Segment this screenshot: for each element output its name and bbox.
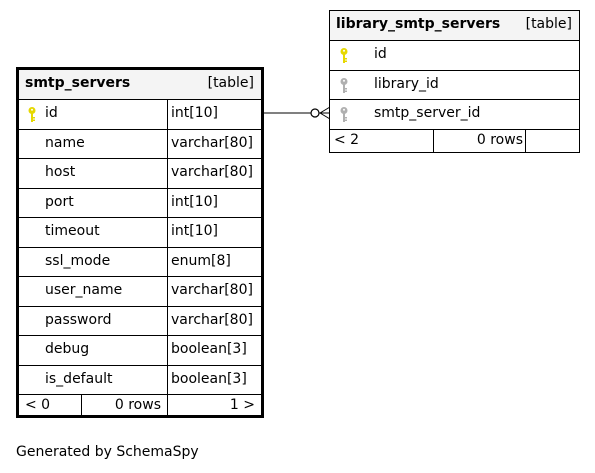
crow-foot-lower (319, 112, 331, 120)
column-type: varchar[80] (171, 282, 253, 298)
table-footer: < 0 0 rows 1 > (19, 395, 261, 417)
column-type: int[10] (171, 193, 218, 210)
table-kind: [table] (525, 16, 572, 32)
column-row[interactable]: debug boolean[3] (19, 336, 261, 366)
column-row[interactable]: ssl_mode enum[8] (19, 247, 261, 277)
table-header: library_smtp_servers [table] (330, 11, 579, 41)
column-type: varchar[80] (171, 311, 253, 328)
table-name[interactable]: smtp_servers (25, 75, 131, 91)
column-type: boolean[3] (171, 370, 247, 387)
column-row[interactable]: timeout int[10] (19, 218, 261, 248)
column-type: varchar[80] (171, 134, 253, 151)
column-type: enum[8] (171, 252, 231, 269)
column-type: int[10] (171, 105, 218, 121)
column-row[interactable]: is_default boolean[3] (19, 365, 261, 395)
table-kind: [table] (207, 75, 254, 91)
column-name: name (45, 134, 85, 151)
table-footer: < 2 0 rows (330, 129, 579, 152)
column-name: password (45, 311, 112, 328)
column-type: boolean[3] (171, 341, 247, 357)
column-row[interactable]: user_name varchar[80] (19, 277, 261, 307)
generated-by-caption: Generated by SchemaSpy (16, 444, 199, 460)
children-count[interactable]: 1 > (229, 397, 255, 413)
parents-count[interactable]: < 2 (334, 131, 360, 148)
column-row[interactable]: id int[10] (19, 100, 261, 130)
row-count: 0 rows (476, 131, 523, 148)
column-name: smtp_server_id (374, 105, 481, 121)
column-name: id (374, 46, 387, 62)
primary-key-icon (27, 106, 37, 124)
column-name: port (45, 193, 74, 210)
table-smtp-servers: smtp_servers [table] id int[10] name varcha… (16, 67, 264, 418)
column-name: host (45, 164, 76, 180)
column-name: library_id (374, 75, 439, 92)
row-count: 0 rows (114, 397, 161, 413)
column-name: is_default (45, 370, 113, 387)
zero-optional-marker (310, 108, 320, 118)
column-name: id (45, 105, 58, 121)
column-row[interactable]: port int[10] (19, 188, 261, 218)
column-row[interactable]: name varchar[80] (19, 129, 261, 159)
column-type: varchar[80] (171, 164, 253, 180)
crow-foot-upper (319, 106, 331, 114)
foreign-key-icon (339, 77, 349, 95)
primary-key-icon (339, 47, 349, 65)
column-row[interactable]: password varchar[80] (19, 306, 261, 336)
table-header: smtp_servers [table] (19, 70, 261, 100)
column-row[interactable]: host varchar[80] (19, 159, 261, 189)
table-library-smtp-servers: library_smtp_servers [table] id library_i… (329, 10, 580, 153)
parents-count[interactable]: < 0 (25, 397, 51, 413)
foreign-key-icon (339, 106, 349, 124)
column-name: ssl_mode (45, 252, 111, 269)
column-row[interactable]: smtp_server_id (330, 100, 579, 130)
column-name: debug (45, 341, 90, 357)
column-row[interactable]: library_id (330, 71, 579, 100)
column-name: timeout (45, 223, 100, 239)
column-name: user_name (45, 282, 123, 298)
column-type: int[10] (171, 223, 218, 239)
column-row[interactable]: id (330, 41, 579, 71)
table-name[interactable]: library_smtp_servers (336, 16, 501, 32)
